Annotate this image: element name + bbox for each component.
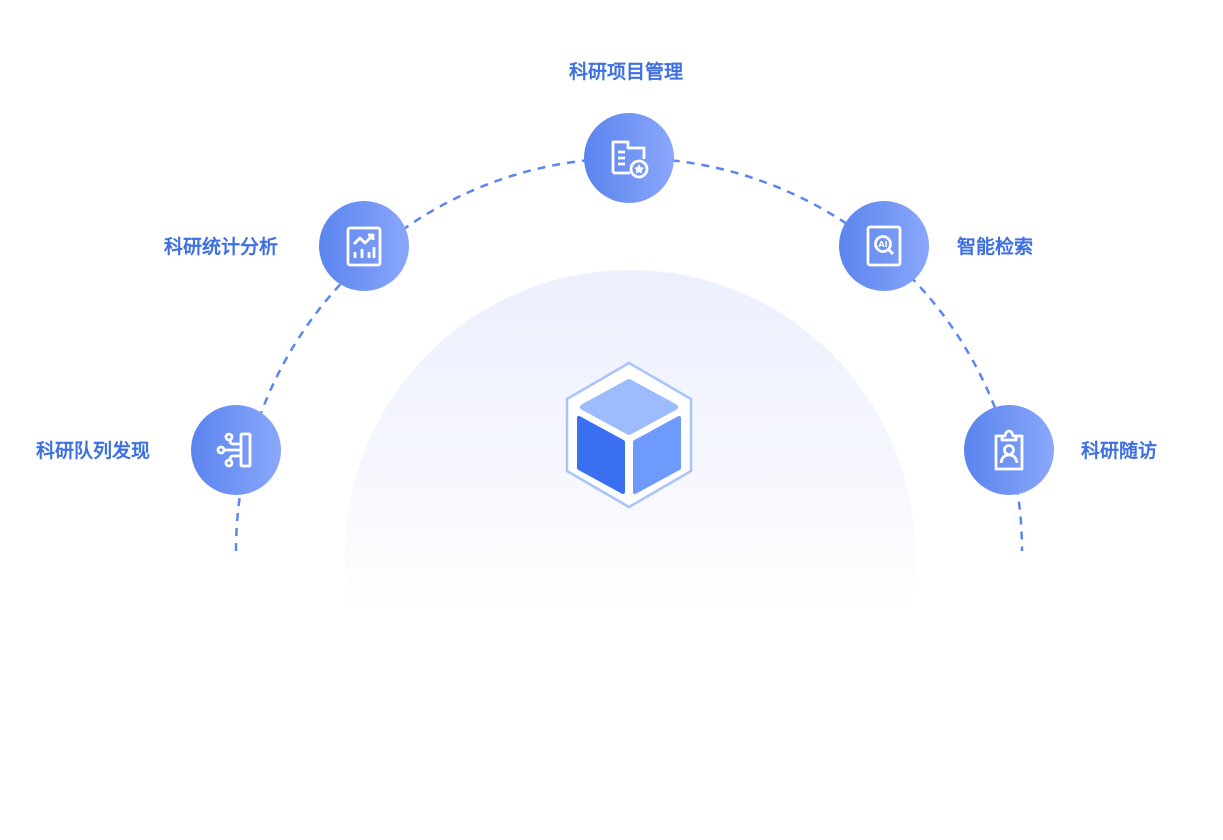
folder-star-icon xyxy=(611,140,649,179)
clipboard-person-icon xyxy=(994,429,1024,471)
label-statistical-analysis: 科研统计分析 xyxy=(164,236,279,258)
dashed-arc xyxy=(234,156,1024,552)
cohort-branch-icon xyxy=(216,432,252,468)
label-follow-up: 科研随访 xyxy=(1081,440,1158,462)
ai-search-icon: AI xyxy=(866,225,902,267)
chart-report-icon xyxy=(346,226,382,267)
cube-logo-icon xyxy=(565,361,693,509)
node-cohort-discovery[interactable] xyxy=(191,405,281,495)
node-statistical-analysis[interactable] xyxy=(319,201,409,291)
label-smart-search: 智能检索 xyxy=(957,236,1034,258)
node-project-management[interactable] xyxy=(584,113,674,203)
node-follow-up[interactable] xyxy=(964,405,1054,495)
label-cohort-discovery: 科研队列发现 xyxy=(36,440,151,462)
svg-text:AI: AI xyxy=(878,240,887,249)
node-smart-search[interactable]: AI xyxy=(839,201,929,291)
label-project-management: 科研项目管理 xyxy=(569,61,684,83)
